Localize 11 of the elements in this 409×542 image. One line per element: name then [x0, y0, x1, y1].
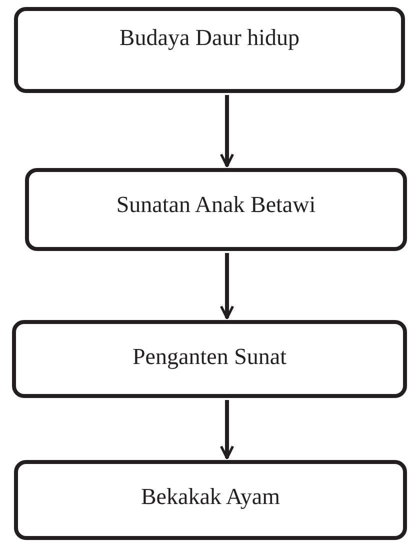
- box-label: Penganten Sunat: [132, 344, 286, 370]
- process-box: [14, 7, 405, 93]
- arrow: [220, 400, 234, 460]
- box-label: Budaya Daur hidup: [119, 25, 300, 51]
- process-box: [25, 168, 407, 251]
- arrow: [220, 253, 234, 320]
- box-label: Sunatan Anak Betawi: [116, 192, 316, 218]
- process-box: [12, 320, 407, 398]
- arrow: [220, 95, 234, 168]
- process-box: [14, 460, 407, 540]
- box-label: Bekakak Ayam: [140, 484, 280, 510]
